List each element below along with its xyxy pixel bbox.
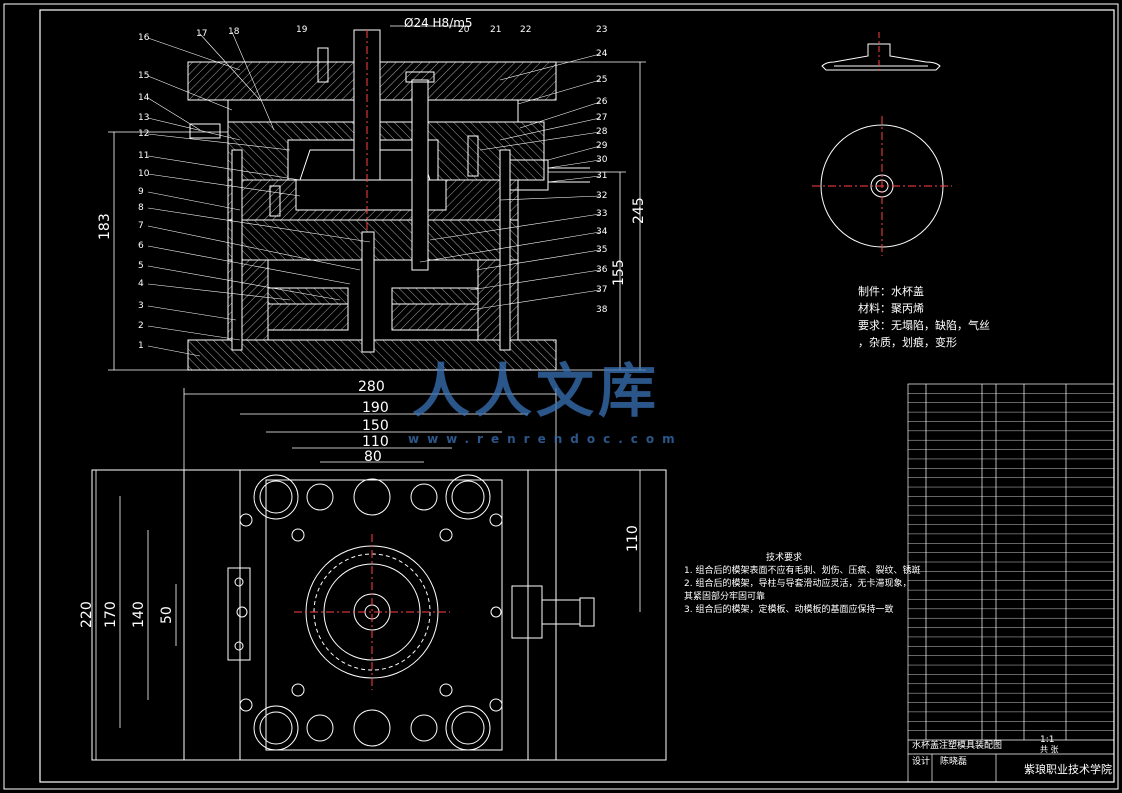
callout-left-12: 12 [138, 129, 150, 139]
tech-item-2: 2. 组合后的模架，导柱与导套滑动应灵活，无卡滞现象， [684, 579, 912, 589]
product-side-view [821, 32, 941, 74]
callout-right-34: 34 [596, 227, 608, 237]
callout-right-28: 28 [596, 127, 608, 137]
callout-left-1: 1 [138, 341, 144, 351]
callout-right-25: 25 [596, 75, 608, 85]
callout-left-16: 16 [138, 33, 150, 43]
callout-right-35: 35 [596, 245, 608, 255]
dim-150: 150 [362, 418, 389, 434]
parts-list-rows [908, 393, 1114, 731]
section-view [187, 29, 590, 371]
callout-left-9: 9 [138, 187, 144, 197]
callout-left-14: 14 [138, 93, 150, 103]
dim-110: 110 [362, 434, 389, 450]
callout-left-18: 18 [228, 27, 240, 37]
dim-height-left: 183 [97, 213, 113, 240]
dim-height-right-inner: 155 [611, 259, 627, 286]
title-designer-label: 设计 [912, 757, 931, 767]
product-top-view [812, 116, 952, 256]
callout-top-22: 22 [520, 25, 532, 35]
callout-right-31: 31 [596, 171, 608, 181]
callout-left-5: 5 [138, 261, 144, 271]
title-school: 紫琅职业技术学院 [1024, 763, 1112, 776]
tech-item-4: 3. 组合后的模架，定模板、动模板的基面应保持一致 [684, 605, 894, 615]
callout-left-15: 15 [138, 71, 150, 81]
dim-80: 80 [364, 449, 382, 465]
title-drawing-name: 水杯盖注塑模具装配图 [912, 741, 1003, 751]
callout-right-37: 37 [596, 285, 608, 295]
product-material: 材料：聚丙烯 [858, 302, 924, 315]
callout-left-3: 3 [138, 301, 144, 311]
callout-right-36: 36 [596, 265, 608, 275]
dim-280: 280 [358, 379, 385, 395]
section-dimensions [108, 25, 646, 371]
dim-50: 50 [159, 606, 175, 624]
technical-requirements: 技术要求 1. 组合后的模架表面不应有毛刺、划伤、压痕、裂纹、锈斑 2. 组合后… [684, 554, 920, 615]
callout-right-24: 24 [596, 49, 608, 59]
dim-sprue-diameter: Ø24 H8/m5 [404, 16, 473, 30]
callout-left-4: 4 [138, 279, 144, 289]
callout-right-30: 30 [596, 155, 608, 165]
dim-140: 140 [131, 601, 147, 628]
product-requirement-1: 要求：无塌陷，缺陷，气丝 [858, 319, 990, 332]
watermark-url: www.renrendoc.com [408, 432, 683, 446]
callout-top-20: 20 [458, 25, 470, 35]
callout-top-19: 19 [296, 25, 308, 35]
callout-right-38: 38 [596, 305, 608, 315]
tech-item-3: 其紧固部分牢固可靠 [684, 592, 766, 602]
product-name: 制件：水杯盖 [858, 285, 924, 298]
tech-item-1: 1. 组合后的模架表面不应有毛刺、划伤、压痕、裂纹、锈斑 [684, 566, 921, 576]
dim-220: 220 [79, 601, 95, 628]
callout-right-33: 33 [596, 209, 608, 219]
callout-left-8: 8 [138, 203, 144, 213]
title-sheet: 共 张 [1040, 745, 1059, 754]
title-designer: 陈晓磊 [940, 757, 968, 767]
callout-right-26: 26 [596, 97, 608, 107]
callout-left-10: 10 [138, 169, 150, 179]
parts-list [907, 383, 1115, 783]
dim-height-right-outer: 245 [631, 197, 647, 224]
callout-right-32: 32 [596, 191, 608, 201]
callout-right-29: 29 [596, 141, 608, 151]
title-scale: 1:1 [1040, 735, 1055, 745]
callout-left-11: 11 [138, 151, 150, 161]
callout-left-7: 7 [138, 221, 144, 231]
product-note: 制件：水杯盖 材料：聚丙烯 要求：无塌陷，缺陷，气丝 ，杂质，划痕，变形 [858, 286, 990, 348]
tech-title: 技术要求 [766, 553, 803, 563]
product-requirement-2: ，杂质，划痕，变形 [858, 336, 957, 349]
callout-top-23: 23 [596, 25, 608, 35]
dim-170: 170 [103, 601, 119, 628]
plan-view [91, 469, 667, 761]
dim-190: 190 [362, 400, 389, 416]
callout-left-13: 13 [138, 113, 150, 123]
callout-left-2: 2 [138, 321, 144, 331]
callout-leaders [147, 31, 601, 357]
watermark-brand: 人人文库 [412, 357, 661, 425]
dim-110-right: 110 [625, 525, 641, 552]
callout-left-6: 6 [138, 241, 144, 251]
callout-left-17: 17 [196, 29, 208, 39]
callout-top-21: 21 [490, 25, 502, 35]
callout-right-27: 27 [596, 113, 608, 123]
plan-dimensions [95, 388, 641, 760]
